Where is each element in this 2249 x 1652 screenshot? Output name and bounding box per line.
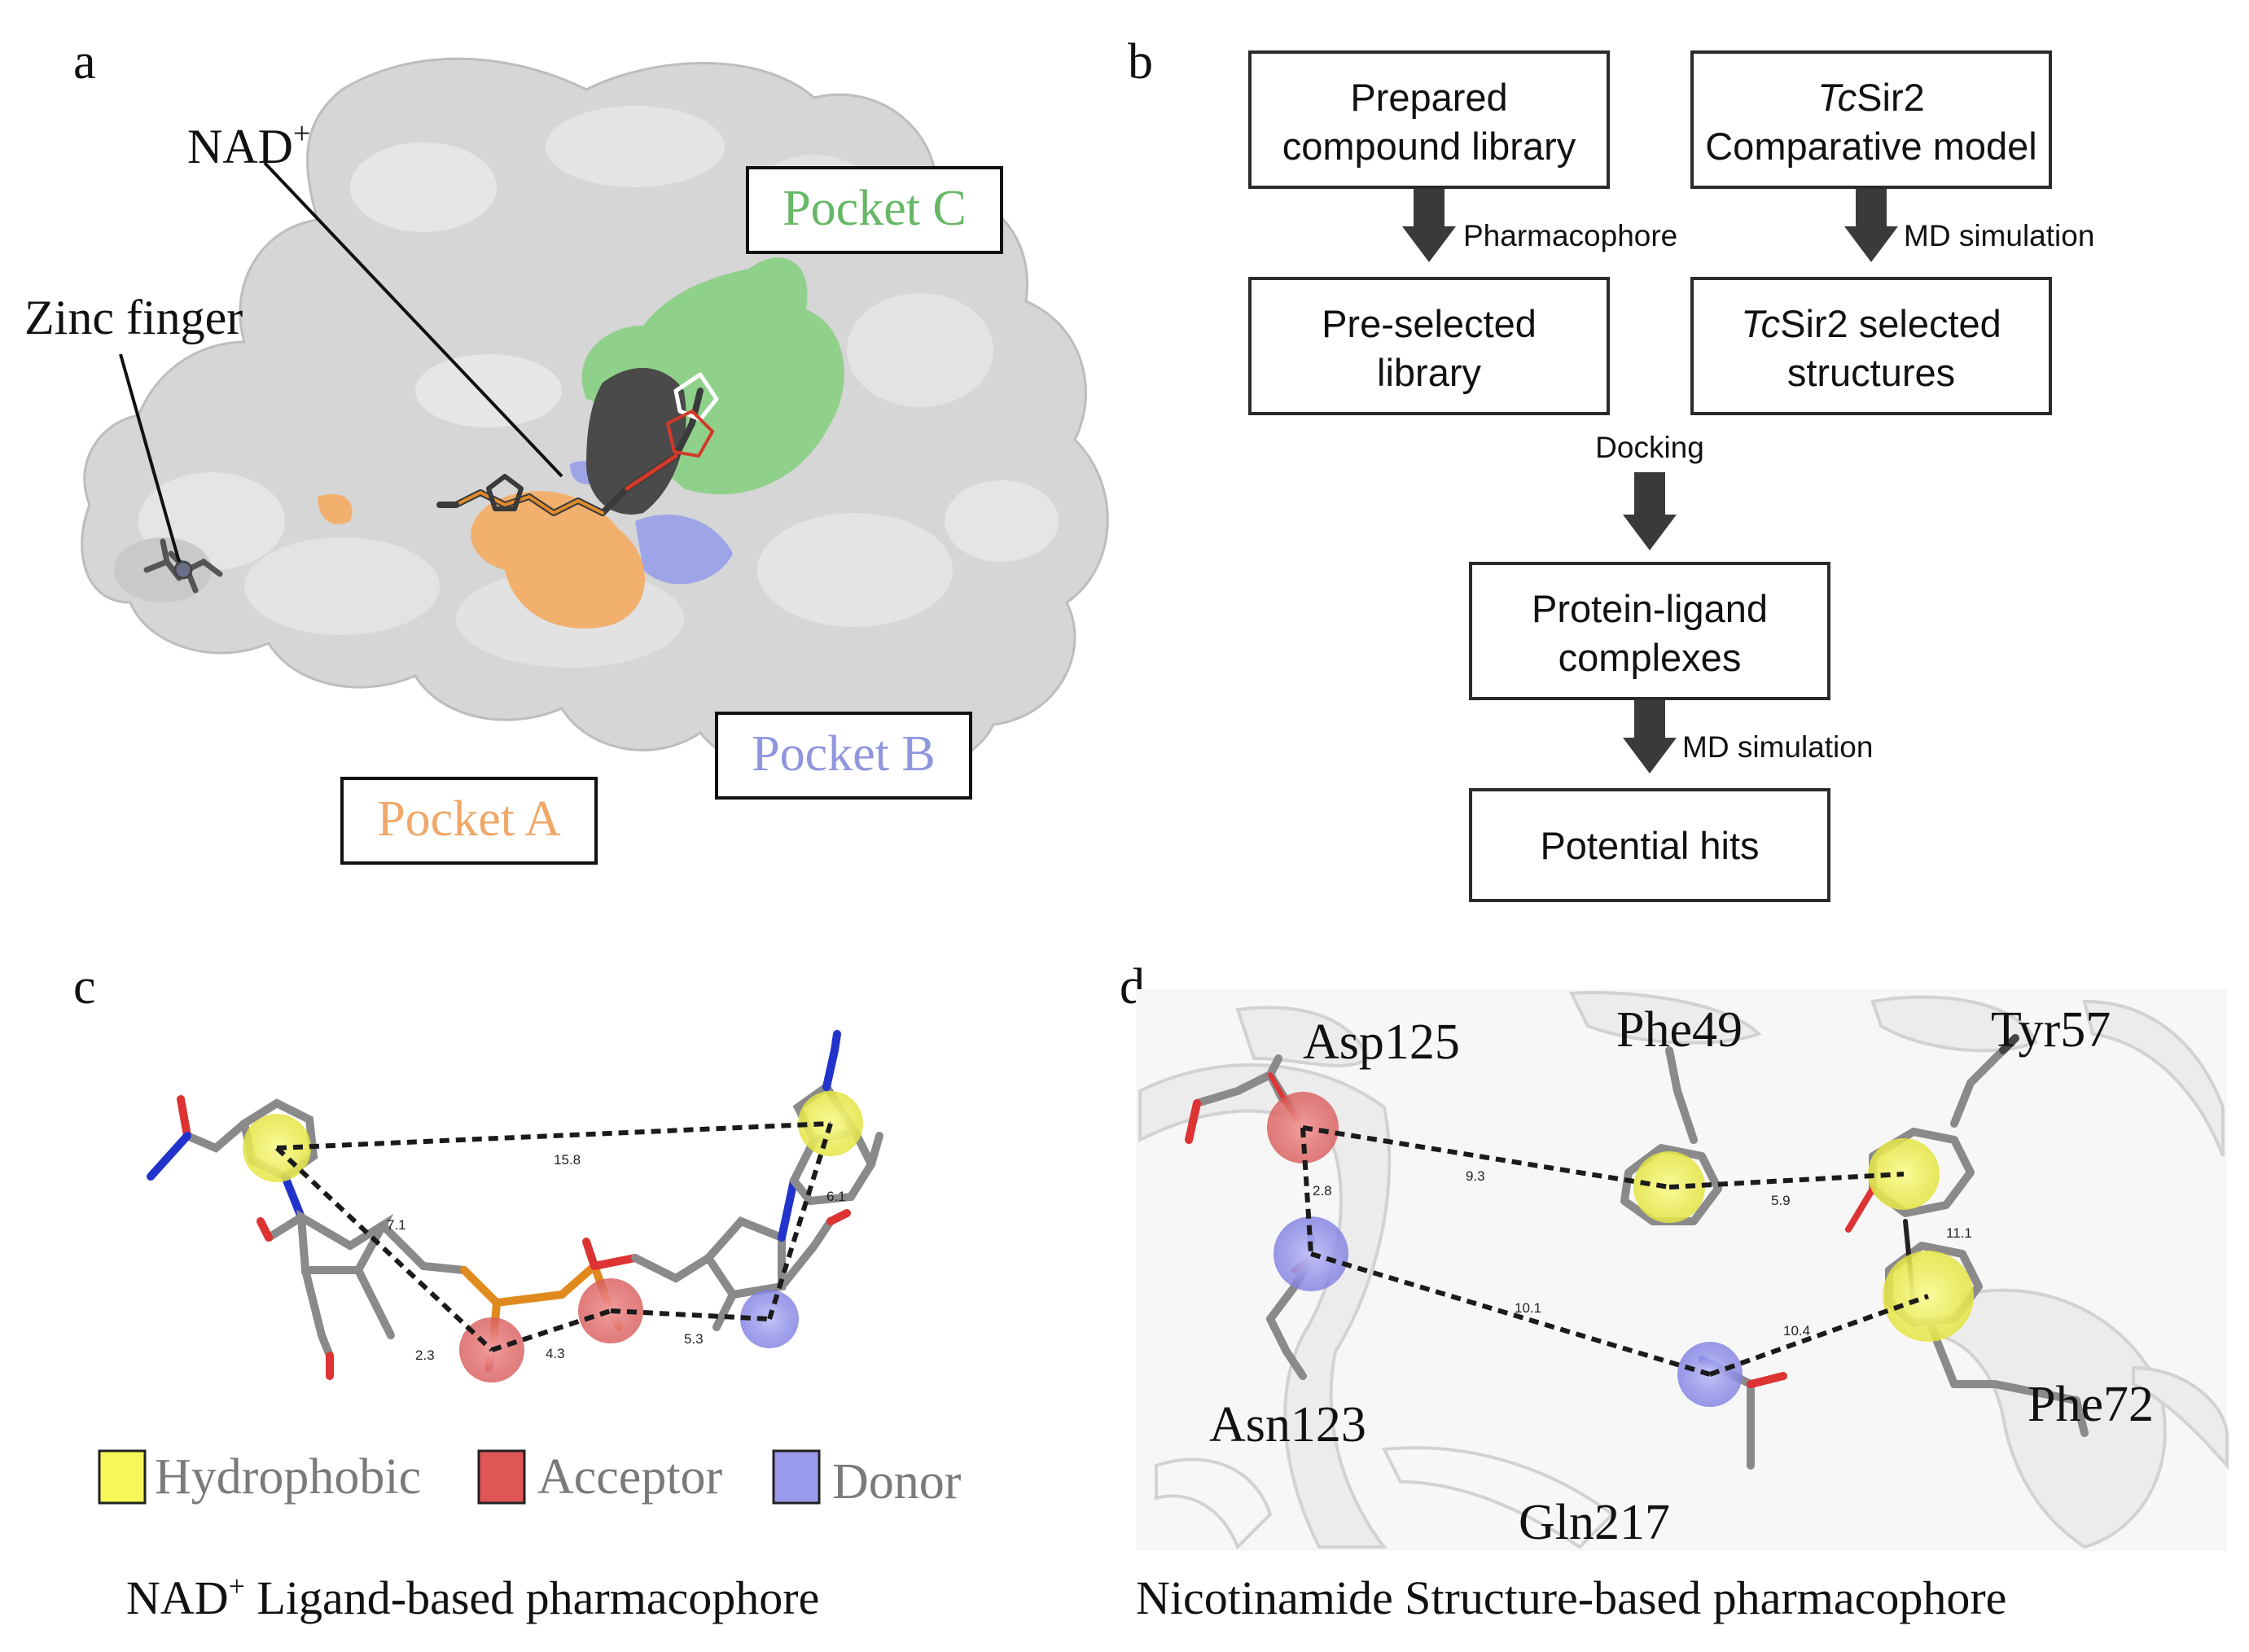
selected-structures-box (1690, 277, 2052, 415)
zinc-finger-label: Zinc finger (24, 291, 243, 344)
selected-structures-line1: TcSir2 selected (1741, 302, 2001, 345)
preselected-library-box (1248, 277, 1610, 415)
md-simulation-step-label-1: MD simulation (1904, 219, 2094, 252)
potential-hits-box (1469, 788, 1830, 902)
preselected-library-line2: library (1377, 351, 1481, 394)
compound-library-line2: compound library (1282, 125, 1576, 168)
distance-line-5.9 (1668, 1172, 1905, 1190)
protein-ligand-complexes-line2: complexes (1559, 636, 1742, 679)
panel-c-caption: NAD+ Ligand-based pharmacophore (126, 1570, 819, 1624)
distance-label-2.8: 2.8 (1313, 1183, 1332, 1198)
docking-step-label: Docking (1595, 431, 1704, 464)
selected-structures-line2: structures (1787, 351, 1955, 394)
distance-line-7.1 (274, 1146, 494, 1352)
pocket-c-label: Pocket C (783, 181, 967, 236)
legend-label-acceptor: Acceptor (537, 1449, 723, 1505)
comparative-model-line2: Comparative model (1705, 125, 2037, 168)
residue-label-asp125: Asp125 (1303, 1014, 1460, 1070)
panel-a: a (24, 34, 1109, 865)
distance-line-6.1 (767, 1123, 833, 1320)
nad-ligand (436, 372, 719, 516)
distance-label-4.3: 4.3 (546, 1346, 565, 1361)
legend-label-hydrophobic: Hydrophobic (155, 1449, 421, 1505)
arrow-md-simulation-1 (1844, 189, 1898, 262)
preselected-library-line1: Pre-selected (1322, 302, 1537, 345)
legend-label-donor: Donor (832, 1454, 962, 1510)
distance-label-10.1: 10.1 (1515, 1300, 1541, 1316)
legend-swatch-acceptor (477, 1449, 526, 1505)
pocket-b-box (715, 712, 972, 800)
distance-line-5.3 (610, 1308, 770, 1321)
protein-ligand-complexes-box (1469, 562, 1830, 700)
panel-a-letter: a (73, 34, 96, 90)
compound-library-box (1248, 50, 1610, 189)
residue-label-gln217: Gln217 (1519, 1495, 1670, 1550)
residue-label-phe72: Phe72 (2028, 1377, 2154, 1432)
pocket-c-box (746, 166, 1003, 254)
distance-label-11.1: 11.1 (1946, 1225, 1972, 1241)
zinc-callout-line (119, 353, 181, 563)
panel-d-caption: Nicotinamide Structure-based pharmacopho… (1136, 1571, 2006, 1624)
md-simulation-step-label-2: MD simulation (1682, 730, 1873, 764)
distance-label-2.3: 2.3 (415, 1347, 435, 1363)
legend-swatch-donor (772, 1449, 821, 1505)
pocket-a-surface (318, 491, 646, 629)
panel-d: d (1120, 959, 2229, 1624)
distance-label-5.3: 5.3 (684, 1331, 704, 1347)
panel-c-letter: c (73, 959, 96, 1014)
residue-label-asn123: Asn123 (1209, 1397, 1366, 1453)
pocket-a-label: Pocket A (377, 791, 561, 847)
distance-line-4.3 (491, 1308, 612, 1352)
distance-label-6.1: 6.1 (826, 1189, 846, 1204)
distance-label-15.8: 15.8 (554, 1152, 581, 1168)
potential-hits-label: Potential hits (1540, 824, 1759, 867)
panel-b: b Prepared compound library TcSir2 Compa… (1128, 34, 2094, 902)
distance-label-5.9: 5.9 (1771, 1193, 1791, 1208)
pocket-b-label: Pocket B (752, 726, 936, 782)
nad-callout-line (263, 161, 563, 478)
legend-swatch-hydrophobic (98, 1449, 147, 1505)
arrow-md-simulation-2 (1623, 700, 1677, 773)
arrow-docking (1623, 472, 1677, 550)
nad-label: NAD+ (187, 116, 310, 173)
distance-label-10.4: 10.4 (1783, 1323, 1810, 1339)
pharmacophore-legend: Hydrophobic Acceptor Donor (98, 1449, 962, 1510)
comparative-model-line1: TcSir2 (1817, 76, 1925, 119)
distance-label-9.3: 9.3 (1466, 1168, 1485, 1184)
arrow-pharmacophore (1402, 189, 1456, 262)
residue-label-phe49: Phe49 (1616, 1002, 1743, 1058)
distance-line-15.8 (276, 1121, 831, 1150)
comparative-model-box (1690, 50, 2052, 189)
distance-line-9.3 (1302, 1125, 1670, 1190)
distance-label-7.1: 7.1 (387, 1217, 406, 1233)
pharmacophore-step-label: Pharmacophore (1463, 219, 1677, 252)
pocket-a-box (340, 777, 598, 865)
distance-line-10.4 (1708, 1294, 1930, 1377)
panel-b-letter: b (1128, 34, 1153, 90)
compound-library-line1: Prepared (1350, 76, 1507, 119)
distance-line-10.1 (1310, 1251, 1711, 1377)
distance-line-2.8 (1300, 1127, 1313, 1255)
panel-c: c (73, 959, 962, 1624)
protein-ligand-complexes-line1: Protein-ligand (1532, 587, 1768, 630)
residue-label-tyr57: Tyr57 (1991, 1002, 2111, 1058)
